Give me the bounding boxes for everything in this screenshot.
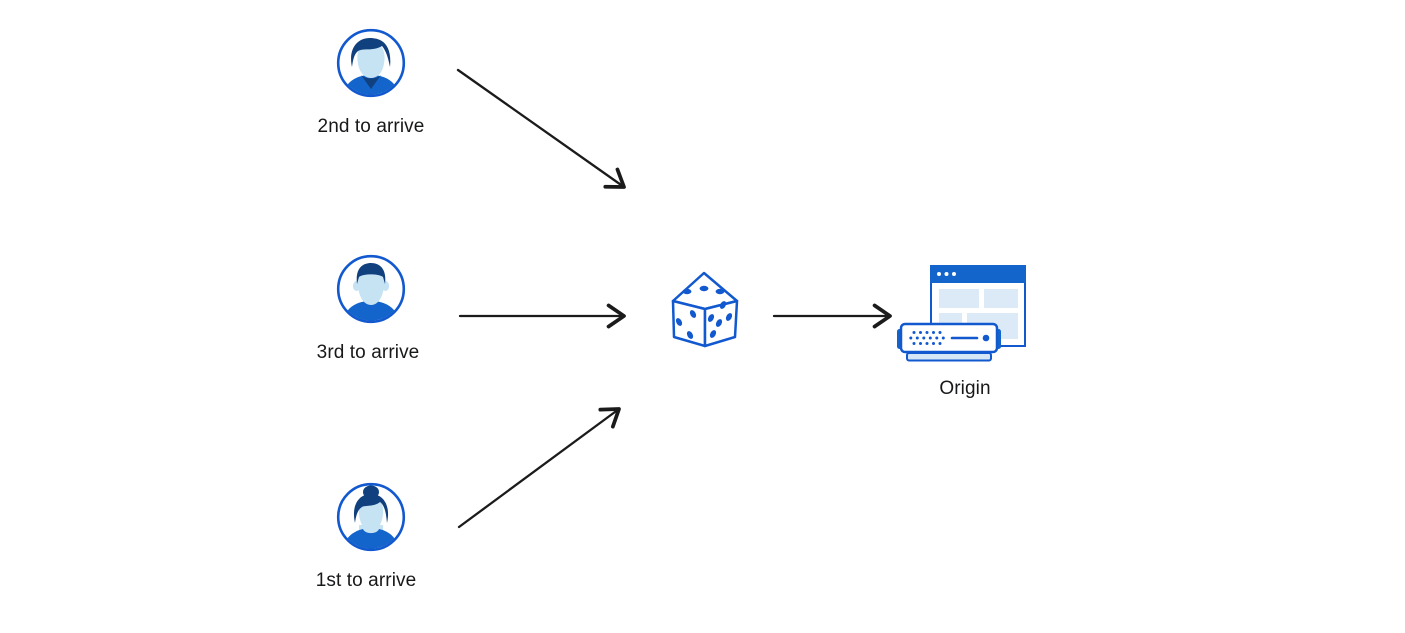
- arrow-visitor-1st-to-dice: [457, 407, 621, 529]
- origin-label: Origin: [939, 378, 991, 399]
- browser-window-and-server-icon: [897, 265, 1026, 362]
- dice-icon: [671, 271, 739, 348]
- visitor-label: 1st to arrive: [315, 570, 417, 591]
- visitor-node-3rd: 3rd to arrive: [317, 253, 419, 363]
- visitor-label: 2nd to arrive: [317, 116, 425, 137]
- origin-node: Origin: [895, 258, 1035, 399]
- arrow-visitor-2nd-to-dice: [456, 68, 626, 189]
- man-flat-top-avatar-icon: [336, 254, 406, 324]
- visitor-node-1st: 1st to arrive: [316, 481, 416, 591]
- woman-bun-avatar-icon: [336, 482, 406, 552]
- man-swept-hair-avatar-icon: [336, 28, 406, 98]
- visitor-node-2nd: 2nd to arrive: [318, 27, 424, 137]
- dice-node: [666, 268, 744, 357]
- visitor-label: 3rd to arrive: [316, 342, 420, 363]
